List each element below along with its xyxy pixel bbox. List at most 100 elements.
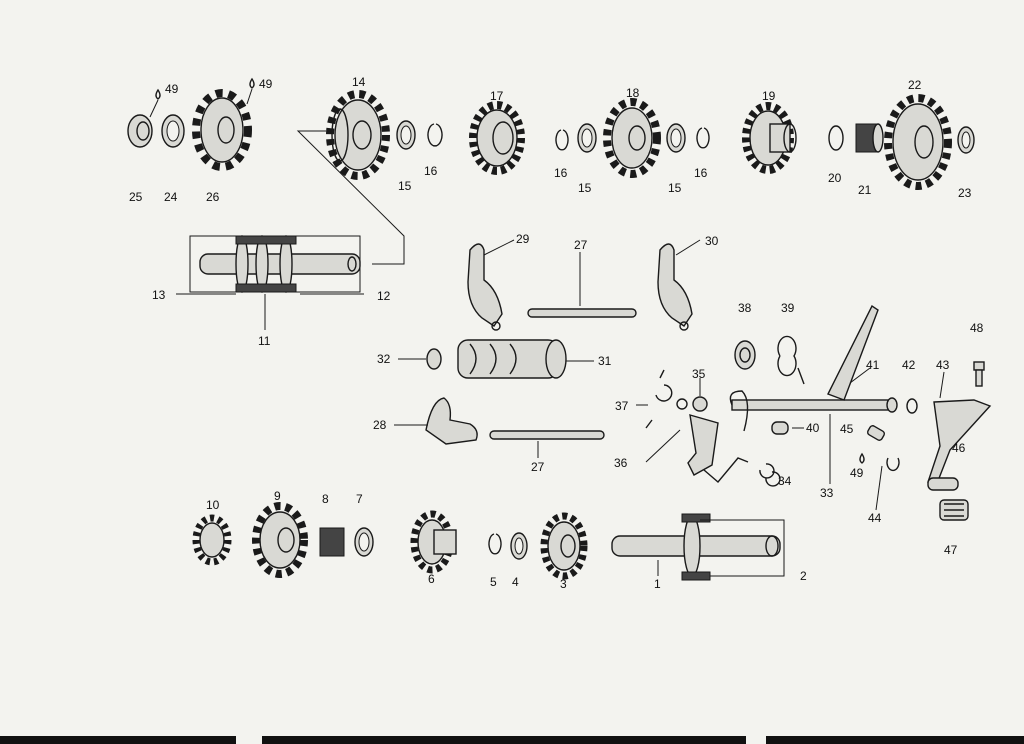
scan-edge-bar bbox=[0, 736, 236, 744]
shift-fork-part bbox=[467, 243, 503, 331]
part-label: 40 bbox=[806, 421, 820, 435]
circlip-part bbox=[696, 127, 710, 149]
part-label: 8 bbox=[322, 492, 329, 506]
part-label: 9 bbox=[274, 489, 281, 503]
part-label: 37 bbox=[615, 399, 629, 413]
circlip-part bbox=[427, 123, 443, 147]
part-label: 18 bbox=[626, 86, 640, 100]
part-label: 2 bbox=[800, 569, 807, 583]
layshaft-assembly bbox=[611, 513, 781, 581]
part-label: 7 bbox=[356, 492, 363, 506]
part-label: 42 bbox=[902, 358, 916, 372]
scan-edge-bar bbox=[262, 736, 746, 744]
ring-part bbox=[828, 125, 844, 151]
gear-part bbox=[410, 510, 457, 574]
part-label: 10 bbox=[206, 498, 220, 512]
gear-part bbox=[192, 514, 232, 566]
shift-fork-part bbox=[425, 397, 478, 445]
fork-rod-part bbox=[527, 308, 637, 318]
part-label: 45 bbox=[840, 422, 854, 436]
gear-part bbox=[540, 512, 588, 580]
part-label: 4 bbox=[512, 575, 519, 589]
part-label: 20 bbox=[828, 171, 842, 185]
part-label: 3 bbox=[560, 577, 567, 591]
spring-part bbox=[759, 463, 781, 487]
part-label: 19 bbox=[762, 89, 776, 103]
part-label: 46 bbox=[952, 441, 966, 455]
part-label: 15 bbox=[668, 181, 682, 195]
part-label: 26 bbox=[206, 190, 220, 204]
gear-part bbox=[326, 90, 390, 180]
part-label: 1 bbox=[654, 577, 661, 591]
part-label: 25 bbox=[129, 190, 143, 204]
part-label: 15 bbox=[578, 181, 592, 195]
part-label: 17 bbox=[490, 89, 504, 103]
needle-bearing-part bbox=[319, 527, 345, 557]
shift-drum-part bbox=[457, 339, 567, 379]
spring-part bbox=[645, 369, 673, 429]
part-label: 49 bbox=[850, 466, 864, 480]
circlip-part bbox=[555, 129, 569, 151]
shift-lever-part bbox=[827, 304, 879, 401]
part-label: 49 bbox=[259, 77, 273, 91]
part-label: 48 bbox=[970, 321, 984, 335]
part-label: 38 bbox=[738, 301, 752, 315]
part-label: 11 bbox=[258, 334, 271, 348]
part-label: 41 bbox=[866, 358, 880, 372]
part-label: 6 bbox=[428, 572, 435, 586]
part-label: 33 bbox=[820, 486, 834, 500]
part-label: 29 bbox=[516, 232, 530, 246]
part-label: 32 bbox=[377, 352, 391, 366]
part-label: 21 bbox=[858, 183, 872, 197]
part-label: 22 bbox=[908, 78, 922, 92]
needle-bearing-part bbox=[855, 123, 884, 153]
sprocket-part bbox=[192, 89, 252, 171]
scan-edge-bar bbox=[766, 736, 1024, 744]
part-label: 44 bbox=[868, 511, 882, 525]
bush-part bbox=[734, 340, 756, 370]
mainshaft-assembly bbox=[189, 235, 361, 293]
part-label: 47 bbox=[944, 543, 958, 557]
part-label: 49 bbox=[165, 82, 179, 96]
circlip-part bbox=[488, 533, 502, 555]
pedal-arm-part bbox=[927, 399, 992, 487]
part-label: 14 bbox=[352, 75, 366, 89]
part-label: 24 bbox=[164, 190, 178, 204]
part-label: 28 bbox=[373, 418, 387, 432]
gear-part bbox=[742, 102, 797, 174]
part-label: 16 bbox=[424, 164, 438, 178]
nut-part bbox=[127, 114, 153, 148]
spring-part bbox=[777, 335, 805, 385]
part-label: 31 bbox=[598, 354, 612, 368]
selector-plate-part bbox=[687, 414, 719, 476]
part-label: 36 bbox=[614, 456, 628, 470]
gear-part bbox=[603, 98, 661, 178]
part-label: 23 bbox=[958, 186, 972, 200]
part-label: 15 bbox=[398, 179, 412, 193]
gear-part bbox=[252, 502, 308, 578]
part-label: 39 bbox=[781, 301, 795, 315]
selector-shaft-part bbox=[729, 390, 898, 432]
part-label: 13 bbox=[152, 288, 166, 302]
part-label: 27 bbox=[531, 460, 545, 474]
part-label: 5 bbox=[490, 575, 497, 589]
washer-part bbox=[426, 348, 442, 370]
part-label: 16 bbox=[554, 166, 568, 180]
shift-fork-part bbox=[657, 243, 693, 331]
drop-icon bbox=[155, 88, 161, 100]
washer-part bbox=[161, 114, 185, 148]
part-label: 27 bbox=[574, 238, 588, 252]
part-label: 12 bbox=[377, 289, 391, 303]
gear-part bbox=[469, 101, 525, 175]
part-label: 30 bbox=[705, 234, 719, 248]
part-label: 35 bbox=[692, 367, 706, 381]
part-label: 43 bbox=[936, 358, 950, 372]
part-label: 34 bbox=[778, 474, 792, 488]
pedal-rubber-part bbox=[939, 499, 969, 521]
gear-part bbox=[884, 94, 952, 190]
fork-rod-part bbox=[489, 430, 605, 440]
drop-icon bbox=[249, 77, 255, 89]
part-label: 16 bbox=[694, 166, 708, 180]
